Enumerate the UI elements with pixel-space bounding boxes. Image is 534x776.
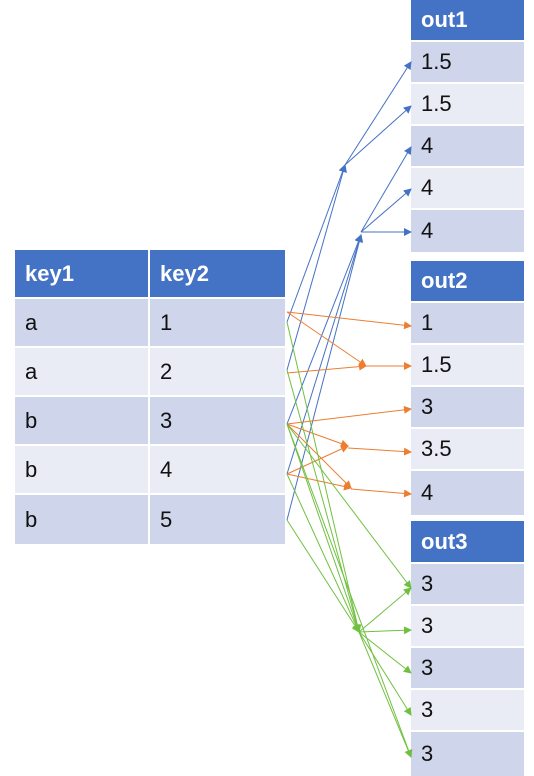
arrow-line	[358, 631, 412, 674]
arrow-line	[358, 631, 413, 758]
arrow-line	[286, 423, 361, 633]
arrow-line	[358, 587, 412, 633]
out2-header: out2	[411, 261, 524, 303]
arrow-line	[344, 61, 412, 166]
out1-value: 1.5	[411, 42, 524, 84]
arrow-line	[358, 626, 412, 635]
out1-value: 1.5	[411, 84, 524, 126]
key1-cell: b	[15, 397, 150, 446]
arrow-line	[286, 473, 360, 633]
out3-value: 3	[411, 606, 524, 648]
arrow-line	[286, 405, 412, 425]
arrow-line	[286, 362, 367, 374]
arrow-line	[286, 234, 363, 475]
arrow-line	[350, 488, 412, 498]
out3-value: 3	[411, 564, 524, 606]
out1-table: out1 1.5 1.5 4 4 4	[411, 0, 524, 252]
key1-cell: a	[15, 348, 150, 397]
header-key1: key1	[15, 250, 150, 299]
arrow-line	[344, 105, 412, 166]
key2-cell: 5	[150, 495, 285, 544]
arrow-line	[286, 321, 362, 633]
arrow-line	[286, 423, 412, 589]
out2-table: out2 1 1.5 3 3.5 4	[411, 261, 524, 515]
arrow-line	[358, 631, 412, 716]
header-key2: key2	[150, 250, 285, 299]
key2-cell: 4	[150, 446, 285, 495]
out1-value: 4	[411, 210, 524, 252]
key2-cell: 3	[150, 397, 285, 446]
arrow-line	[286, 234, 364, 521]
arrow-line	[286, 311, 367, 367]
arrow-line	[360, 188, 412, 233]
arrow-line	[286, 423, 413, 758]
out3-value: 3	[411, 732, 524, 776]
key1-cell: a	[15, 299, 150, 348]
out3-value: 3	[411, 648, 524, 690]
out2-value: 3	[411, 387, 524, 429]
arrow-line	[286, 473, 352, 491]
out3-table: out3 3 3 3 3 3	[411, 521, 524, 776]
key2-cell: 2	[150, 348, 285, 397]
out1-value: 4	[411, 126, 524, 168]
arrow-line	[347, 447, 412, 456]
out1-header: out1	[411, 0, 524, 42]
arrow-line	[286, 164, 347, 371]
key-table: key1 key2 a 1 a 2 b 3 b 4 b 5	[15, 250, 285, 544]
out2-value: 3.5	[411, 429, 524, 471]
arrow-line	[286, 311, 412, 330]
arrow-line	[286, 519, 360, 633]
key1-cell: b	[15, 446, 150, 495]
out3-value: 3	[411, 690, 524, 732]
key1-cell: b	[15, 495, 150, 544]
arrow-line	[286, 445, 349, 475]
out2-value: 4	[411, 471, 524, 515]
out2-value: 1.5	[411, 345, 524, 387]
arrow-line	[286, 369, 362, 633]
arrow-line	[286, 164, 347, 323]
arrow-line	[360, 146, 412, 233]
arrow-line	[286, 234, 363, 425]
out2-value: 1	[411, 303, 524, 345]
out3-header: out3	[411, 521, 524, 564]
out1-value: 4	[411, 168, 524, 210]
arrow-line	[286, 423, 349, 448]
out2-arrows	[286, 311, 412, 498]
key2-cell: 1	[150, 299, 285, 348]
out3-arrows	[286, 321, 413, 758]
out1-arrows	[286, 61, 412, 521]
arrow-line	[286, 423, 352, 489]
